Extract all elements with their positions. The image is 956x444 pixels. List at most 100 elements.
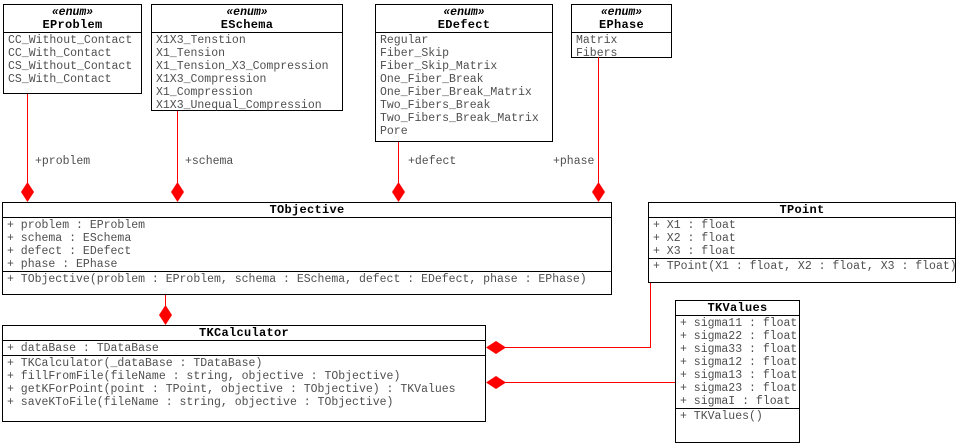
member-row: CS_Without_Contact <box>8 60 133 73</box>
class-tobjective-header: TObjective <box>3 203 611 218</box>
composition-objective-calculator-line[interactable] <box>165 295 166 307</box>
member-row: + problem : EProblem <box>7 219 146 232</box>
class-name: EPhase <box>598 18 644 32</box>
member-row: + sigmaI : float <box>680 395 791 408</box>
class-eproblem-header: «enum» EProblem <box>4 5 141 33</box>
member-row: Fibers <box>576 47 618 60</box>
role-label-phase: +phase <box>553 155 595 168</box>
member-row: One_Fiber_Break <box>380 73 484 86</box>
member-row: + dataBase : TDataBase <box>7 342 159 355</box>
member-row: + sigma33 : float <box>680 343 798 356</box>
operations-compartment: + TKCalculator(_dataBase : TDataBase)+ f… <box>3 355 485 421</box>
class-name: TKValues <box>707 301 768 315</box>
member-row: Pore <box>380 125 408 138</box>
class-tkvalues[interactable]: TKValues + sigma11 : float+ sigma22 : fl… <box>675 300 800 443</box>
composition-problem-line[interactable] <box>27 94 28 185</box>
class-name: EDefect <box>437 18 491 32</box>
class-tkvalues-header: TKValues <box>676 301 799 316</box>
attributes-compartment: + problem : EProblem+ schema : ESchema+ … <box>3 218 611 271</box>
member-row: + sigma13 : float <box>680 369 798 382</box>
member-row: + sigma12 : float <box>680 356 798 369</box>
attributes-compartment: + sigma11 : float+ sigma22 : float+ sigm… <box>676 316 799 408</box>
member-row: CS_With_Contact <box>8 73 112 86</box>
role-label-defect: +defect <box>408 155 457 168</box>
member-row: + saveKToFile(fileName : string, objecti… <box>7 396 394 409</box>
member-row: Two_Fibers_Break_Matrix <box>380 112 539 125</box>
member-row: CC_With_Contact <box>8 47 112 60</box>
class-ephase-header: «enum» EPhase <box>572 5 671 33</box>
class-name: ESchema <box>220 18 274 32</box>
member-row: + X3 : float <box>653 245 736 258</box>
class-tpoint-header: TPoint <box>649 203 955 218</box>
member-row: + sigma11 : float <box>680 317 798 330</box>
class-name: TPoint <box>779 203 825 217</box>
operations-compartment: + TObjective(problem : EProblem, schema … <box>3 271 611 294</box>
class-tkcalculator[interactable]: TKCalculator + dataBase : TDataBase + TK… <box>2 325 486 422</box>
member-row: + sigma22 : float <box>680 330 798 343</box>
member-row: X1X3_Tenstion <box>156 34 246 47</box>
operations-compartment: + TPoint(X1 : float, X2 : float, X3 : fl… <box>649 258 956 282</box>
member-row: Regular <box>380 34 429 47</box>
member-row: + sigma23 : float <box>680 382 798 395</box>
member-row: + getKForPoint(point : TPoint, objective… <box>7 383 456 396</box>
member-row: + defect : EDefect <box>7 245 132 258</box>
member-row: Two_Fibers_Break <box>380 99 491 112</box>
attributes-compartment: + dataBase : TDataBase <box>3 341 485 355</box>
stereotype-label: «enum» <box>226 6 268 19</box>
role-label-problem: +problem <box>35 155 91 168</box>
composition-values-calculator-line[interactable] <box>503 382 675 383</box>
composition-point-calculator-line-v[interactable] <box>650 283 651 347</box>
member-row: Fiber_Skip_Matrix <box>380 60 498 73</box>
class-tkcalculator-header: TKCalculator <box>3 326 485 341</box>
member-row: X1X3_Unequal_Compression <box>156 99 322 112</box>
member-row: X1_Tension_X3_Compression <box>156 60 329 73</box>
member-row: + schema : ESchema <box>7 232 132 245</box>
stereotype-label: «enum» <box>600 6 643 19</box>
class-edefect-header: «enum» EDefect <box>376 5 552 33</box>
member-row: + phase : EPhase <box>7 258 118 271</box>
composition-schema-line[interactable] <box>177 111 178 185</box>
member-row: + X2 : float <box>653 232 736 245</box>
member-row: + TKCalculator(_dataBase : TDataBase) <box>7 357 263 370</box>
member-row: CC_Without_Contact <box>8 34 133 47</box>
member-row: + TPoint(X1 : float, X2 : float, X3 : fl… <box>653 260 956 273</box>
composition-phase-line[interactable] <box>598 57 599 185</box>
attributes-compartment: + X1 : float+ X2 : float+ X3 : float <box>649 218 955 258</box>
composition-diamond-icon <box>171 182 184 202</box>
class-tpoint[interactable]: TPoint + X1 : float+ X2 : float+ X3 : fl… <box>648 202 956 283</box>
operations-compartment: + TKValues() <box>676 408 799 442</box>
member-row: X1_Tension <box>156 47 226 60</box>
member-row: Fiber_Skip <box>380 47 450 60</box>
member-row: + TObjective(problem : EProblem, schema … <box>7 273 587 286</box>
composition-diamond-icon <box>592 182 605 202</box>
stereotype-label: «enum» <box>51 6 94 19</box>
member-row: + TKValues() <box>680 410 763 423</box>
class-name: TKCalculator <box>198 326 289 340</box>
member-row: X1X3_Compression <box>156 73 267 86</box>
member-row: + fillFromFile(fileName : string, object… <box>7 370 401 383</box>
composition-point-calculator-line-h[interactable] <box>503 347 651 348</box>
composition-diamond-icon <box>159 305 172 325</box>
class-eschema-header: «enum» ESchema <box>152 5 342 33</box>
stereotype-label: «enum» <box>443 6 485 19</box>
class-name: EProblem <box>42 18 103 32</box>
member-row: One_Fiber_Break_Matrix <box>380 86 532 99</box>
class-tobjective[interactable]: TObjective + problem : EProblem+ schema … <box>2 202 612 295</box>
composition-diamond-icon <box>392 182 405 202</box>
composition-diamond-icon <box>486 341 506 354</box>
class-name: TObjective <box>269 203 345 217</box>
composition-diamond-icon <box>486 376 506 389</box>
role-label-schema: +schema <box>185 155 234 168</box>
composition-defect-line[interactable] <box>398 142 399 185</box>
member-row: Matrix <box>576 34 618 47</box>
member-row: + X1 : float <box>653 219 736 232</box>
